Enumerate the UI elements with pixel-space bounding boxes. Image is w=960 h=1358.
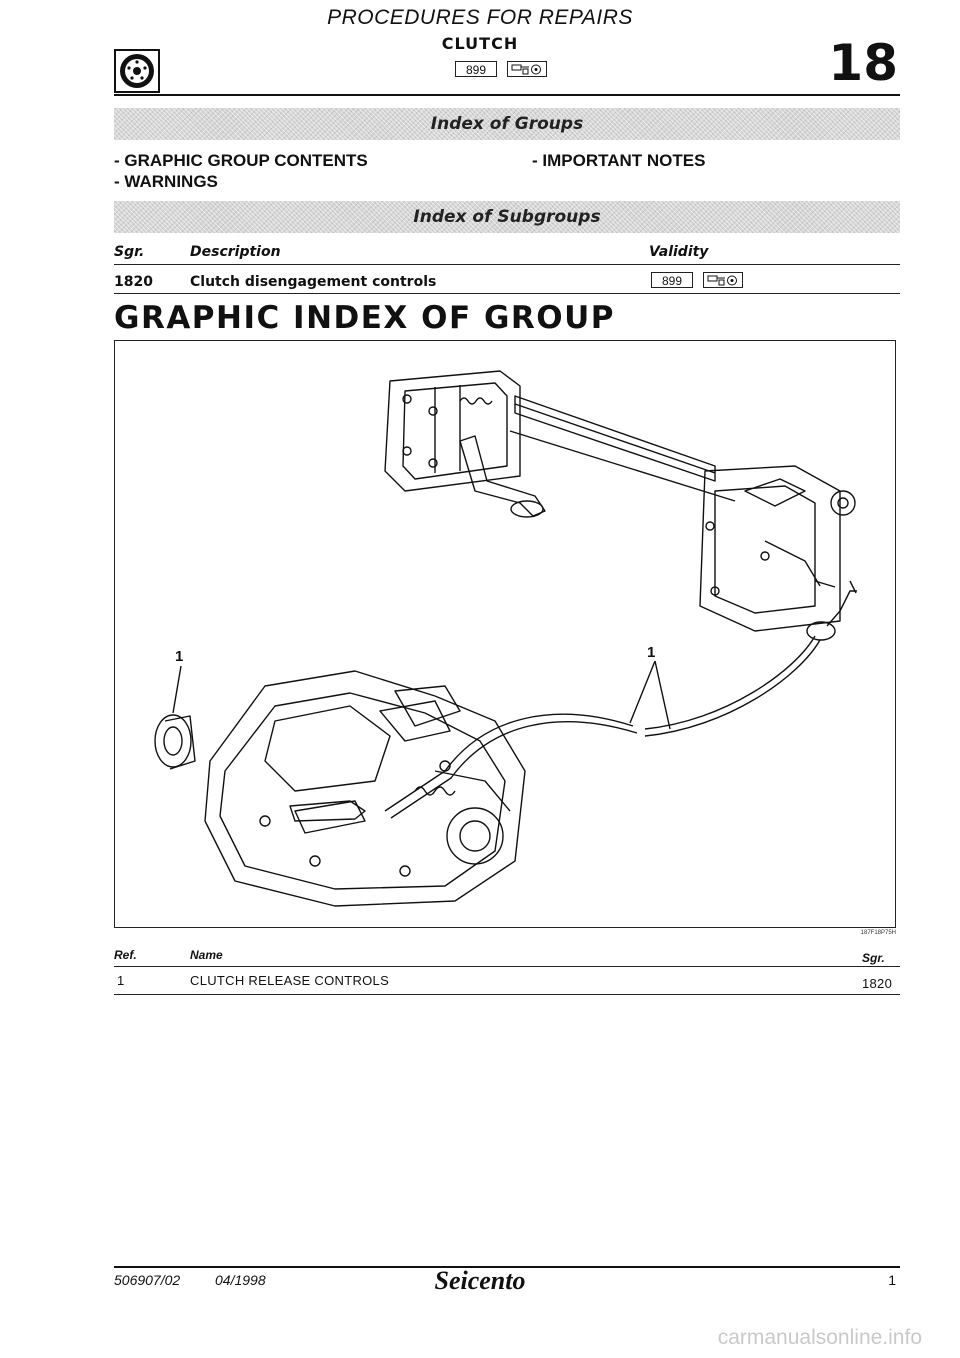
clutch-assembly-drawing: 1 1 (154, 370, 857, 907)
ref-row-ref: 1 (117, 973, 125, 988)
subgroup-header-description: Description (190, 244, 281, 260)
group-item-important-notes: - IMPORTANT NOTES (532, 151, 706, 170)
engine-variant-icon (507, 61, 547, 77)
footer-rule (114, 1266, 900, 1268)
engine-variant-icon (703, 272, 743, 288)
ref-row-name: CLUTCH RELEASE CONTROLS (190, 973, 390, 988)
header-validity: 899 (455, 61, 547, 77)
figure-code: 187F18P75H (860, 930, 896, 936)
group-item-graphic-contents: - GRAPHIC GROUP CONTENTS (114, 151, 368, 170)
subgroup-row-validity: 899 (651, 272, 743, 288)
ref-header-rule (114, 966, 900, 967)
page-header-subtitle: CLUTCH (441, 34, 519, 53)
clutch-disc-icon (114, 49, 160, 93)
index-of-subgroups-band: Index of Subgroups (114, 201, 900, 233)
subgroup-header-rule (114, 264, 900, 265)
ref-row-sgr: 1820 (862, 976, 893, 991)
footer-doc-code: 506907/02 (114, 1272, 181, 1288)
index-of-groups-band: Index of Groups (114, 108, 900, 140)
validity-code: 899 (455, 61, 497, 77)
subgroup-validity-code: 899 (651, 272, 693, 288)
clutch-assembly-figure: 1 1 (114, 340, 896, 928)
ref-row-rule (114, 994, 900, 995)
header-rule (114, 94, 900, 96)
subgroup-header-validity: Validity (649, 244, 709, 260)
page-header-title: PROCEDURES FOR REPAIRS (327, 6, 633, 29)
ref-header-name: Name (190, 948, 223, 962)
subgroup-row-description: Clutch disengagement controls (190, 274, 437, 290)
subgroup-row-sgr: 1820 (114, 274, 153, 290)
ref-header-ref: Ref. (114, 948, 137, 962)
subgroup-row-rule (114, 293, 900, 294)
group-number: 18 (828, 34, 898, 92)
footer-page-number: 1 (888, 1272, 896, 1288)
callout-left: 1 (175, 648, 183, 665)
subgroup-header-sgr: Sgr. (114, 244, 145, 260)
callout-right: 1 (647, 644, 655, 661)
footer-date: 04/1998 (215, 1272, 266, 1288)
group-item-warnings: - WARNINGS (114, 172, 218, 191)
graphic-index-title: GRAPHIC INDEX OF GROUP (114, 300, 616, 336)
ref-header-sgr: Sgr. (862, 951, 885, 965)
site-watermark: carmanualsonline.info (717, 1326, 922, 1349)
footer-brand-logo: Seicento (434, 1266, 526, 1295)
